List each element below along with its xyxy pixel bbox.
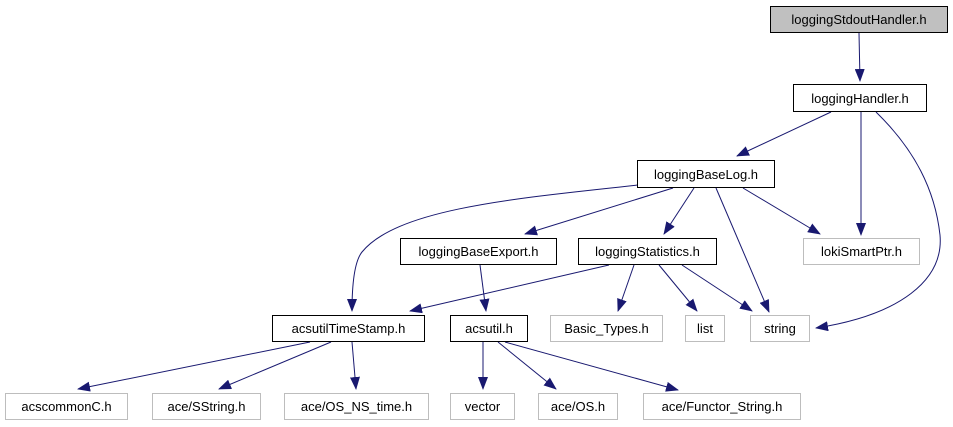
edge-acsutilTimeStamp-to-aceOSNStime [350,341,360,390]
edge-loggingStatistics-to-acsutilTimeStamp [409,264,610,314]
edge-loggingBaseExport-to-acsutil [479,264,490,312]
edge-loggingBaseLog-to-loggingBaseExport [524,187,674,236]
edge-acsutilTimeStamp-to-aceSString [218,341,332,390]
edge-acsutil-to-aceOS [497,341,557,390]
node-acscommonC: acscommonC.h [5,393,128,420]
edge-loggingStatistics-to-Basic_Types [617,264,635,312]
edge-acsutilTimeStamp-to-acscommonC [77,341,311,392]
node-loggingBaseExport[interactable]: loggingBaseExport.h [400,238,557,265]
node-acsutil[interactable]: acsutil.h [450,315,528,342]
edge-loggingStatistics-to-string [681,264,753,312]
node-Basic_Types: Basic_Types.h [550,315,663,342]
edge-loggingBaseLog-to-lokiSmartPtr [742,187,821,235]
node-loggingStdoutHandler: loggingStdoutHandler.h [770,6,948,33]
node-list: list [685,315,725,342]
edge-loggingBaseLog-to-acsutilTimeStamp [347,184,639,312]
edge-loggingHandler-to-string [815,111,941,332]
edge-loggingHandler-to-loggingBaseLog [736,111,832,157]
node-string: string [750,315,810,342]
edge-acsutil-to-aceFunctorString [504,341,679,392]
edge-loggingStdoutHandler-to-loggingHandler [854,32,865,82]
node-vector: vector [450,393,515,420]
node-aceFunctorString: ace/Functor_String.h [643,393,801,420]
edge-loggingBaseLog-to-loggingStatistics [663,187,695,235]
edge-group [77,32,941,392]
node-aceOSNStime: ace/OS_NS_time.h [284,393,429,420]
node-aceSString: ace/SString.h [152,393,261,420]
node-loggingBaseLog[interactable]: loggingBaseLog.h [637,160,775,188]
node-loggingHandler[interactable]: loggingHandler.h [793,84,927,112]
node-lokiSmartPtr: lokiSmartPtr.h [803,238,920,265]
node-aceOS: ace/OS.h [538,393,618,420]
edge-loggingStatistics-to-list [658,264,698,312]
node-acsutilTimeStamp[interactable]: acsutilTimeStamp.h [272,315,425,342]
node-loggingStatistics[interactable]: loggingStatistics.h [578,238,717,265]
edge-loggingBaseLog-to-string [715,187,770,313]
